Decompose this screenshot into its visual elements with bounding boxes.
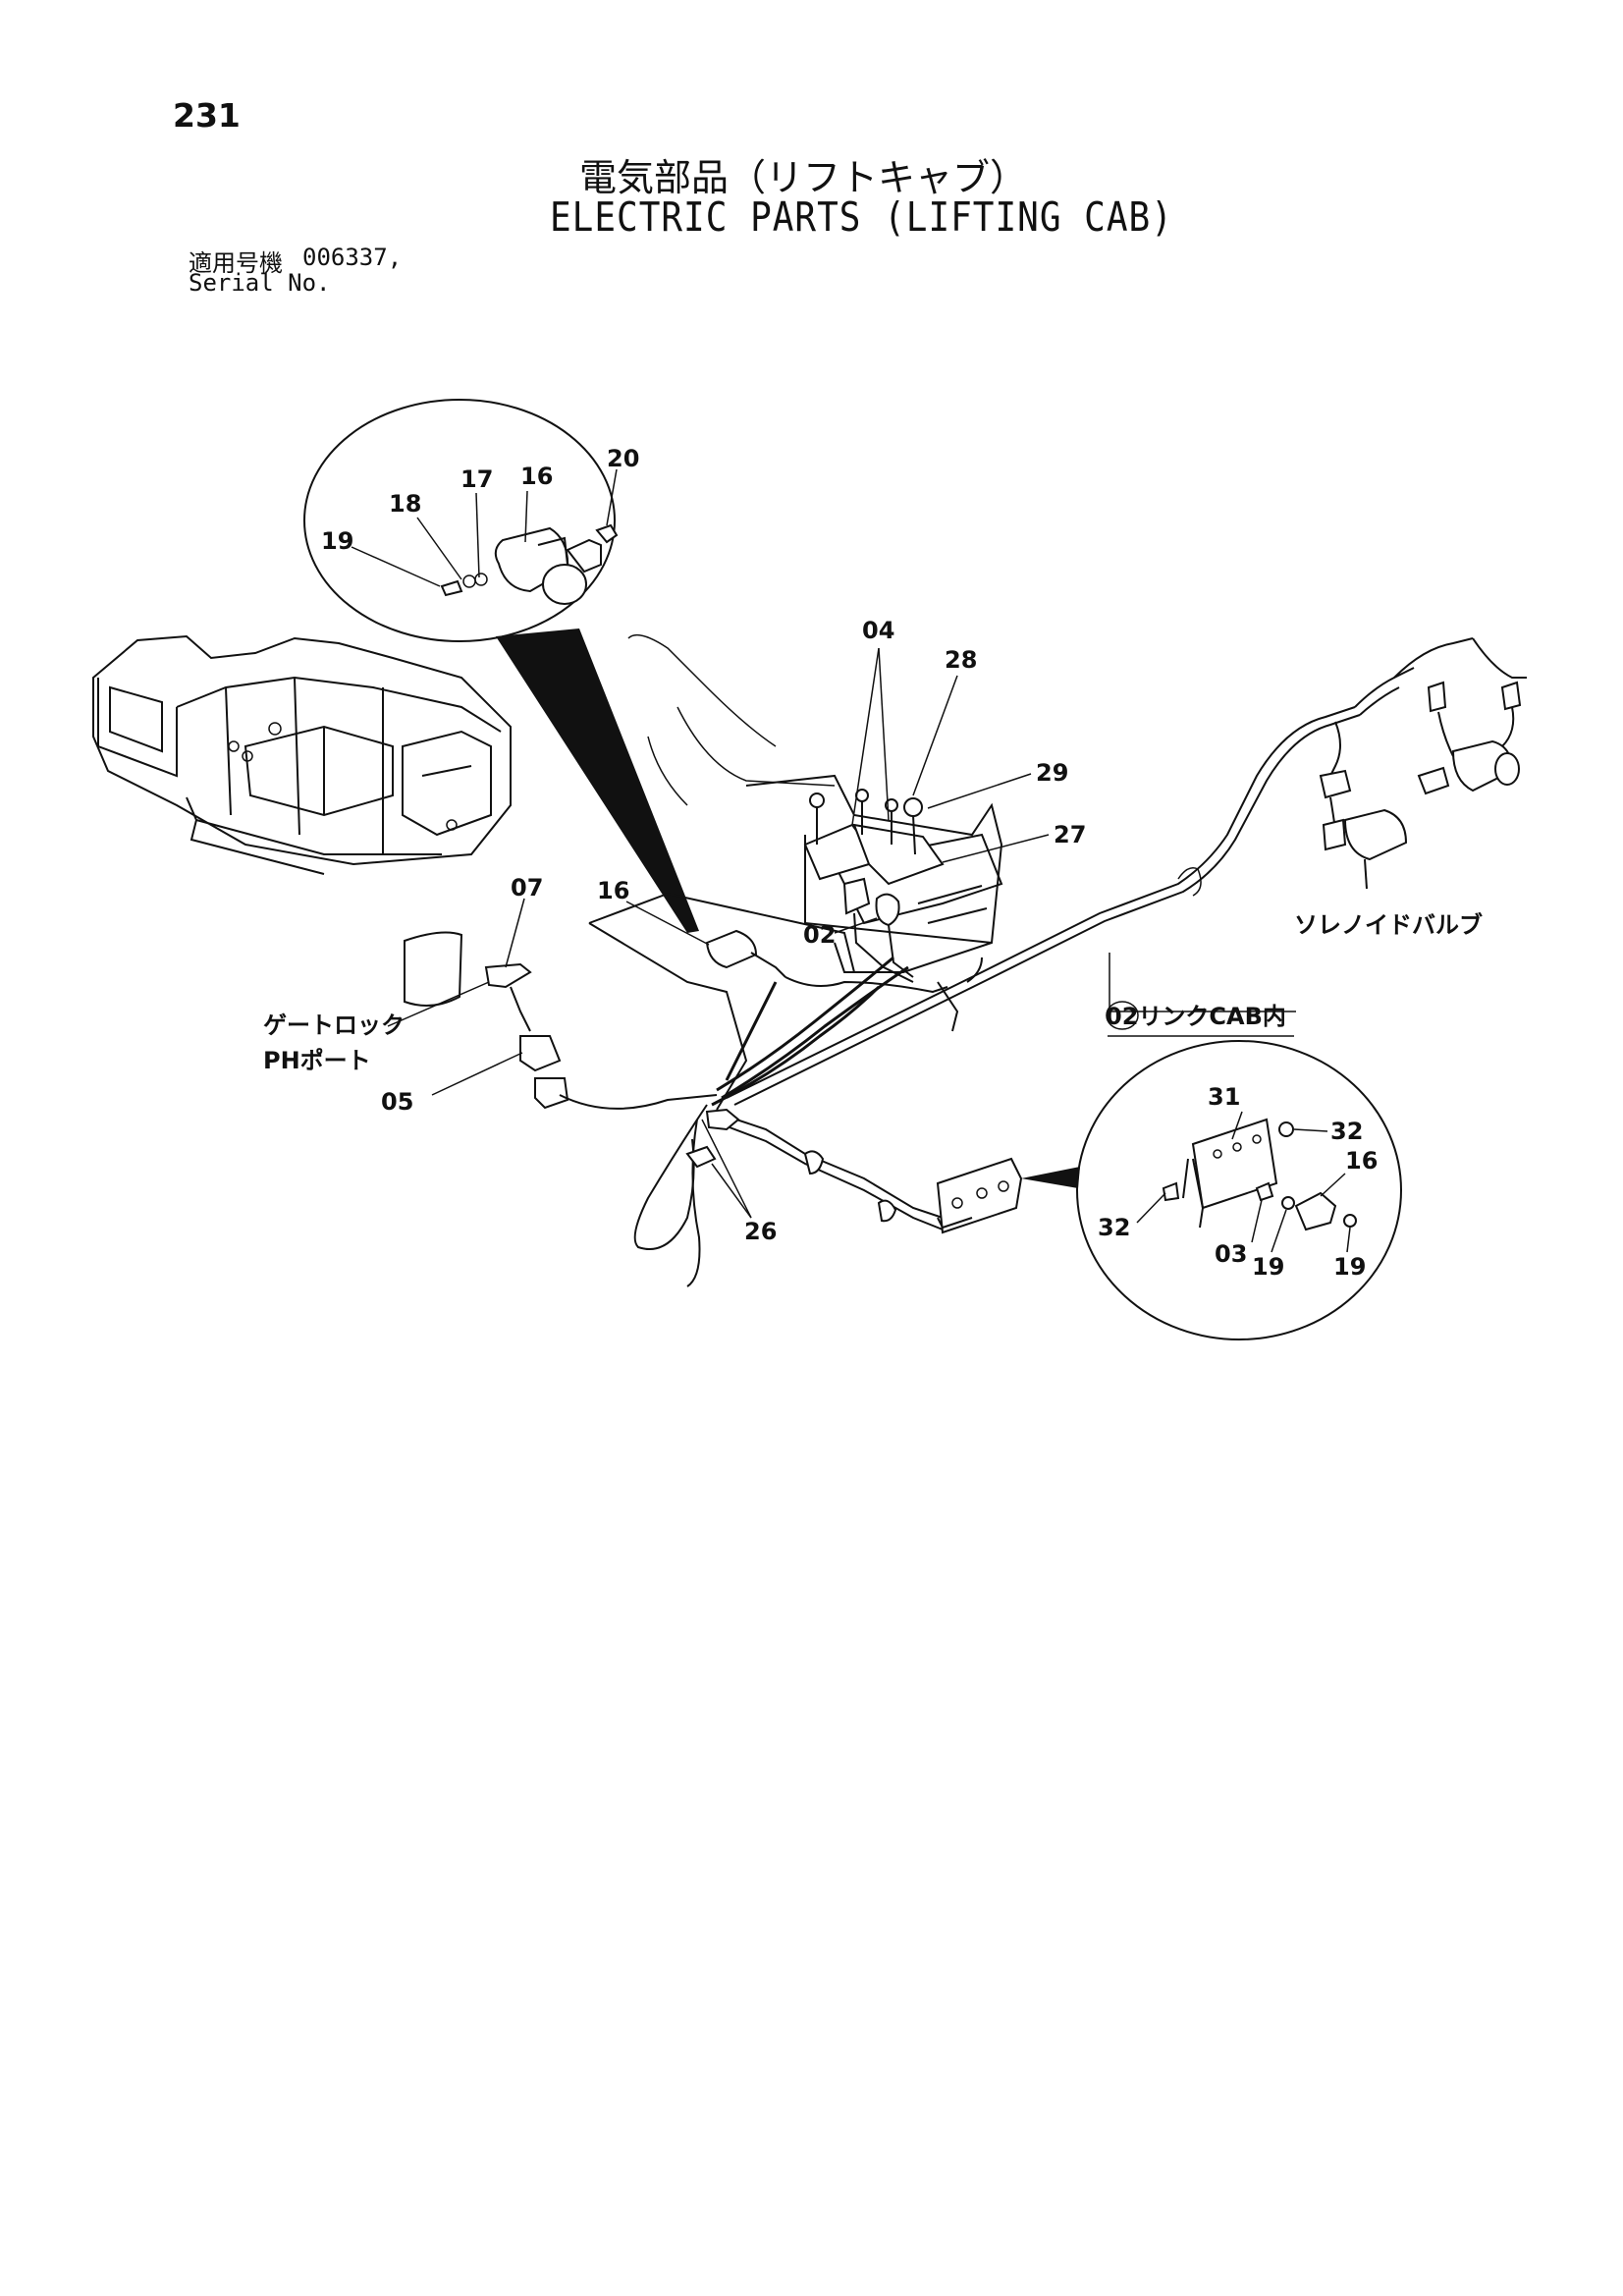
serial-value: 006337, <box>302 244 403 271</box>
callout-07: 07 <box>511 874 543 902</box>
console-callouts: 04 28 29 27 02 <box>803 617 1086 949</box>
callout-28: 28 <box>945 646 977 674</box>
page-number: 231 <box>173 96 241 135</box>
detail-circle-bottom: 31 32 16 32 03 19 19 <box>1076 1040 1402 1340</box>
solenoid-valve: ソレノイドバルブ <box>1294 637 1527 939</box>
callout-16: 16 <box>597 877 629 904</box>
excavator-illustration <box>92 634 512 875</box>
wire-harness: 26 16 <box>597 706 1361 1287</box>
serial-label-en: Serial No. <box>189 269 331 297</box>
page-title-en: ELECTRIC PARTS (LIFTING CAB) <box>550 194 1173 242</box>
gate-lock-assembly: 07 05 <box>381 874 718 1116</box>
callout-16-bottom: 16 <box>1345 1147 1378 1175</box>
link-label: 02リンクCAB内 <box>1106 953 1296 1037</box>
callout-32-bottom: 32 <box>1098 1214 1130 1241</box>
callout-05: 05 <box>381 1088 413 1116</box>
callout-19-b: 19 <box>1333 1253 1366 1281</box>
callout-19-detail: 19 <box>321 527 353 555</box>
callout-20: 20 <box>607 445 639 472</box>
callout-18: 18 <box>389 490 421 518</box>
callout-02: 02 <box>803 921 836 949</box>
callout-16-detail: 16 <box>520 463 553 490</box>
detail-pointer-bottom <box>1021 1167 1080 1188</box>
callout-19-a: 19 <box>1252 1253 1284 1281</box>
callout-32-top: 32 <box>1330 1118 1363 1145</box>
callout-17: 17 <box>460 465 493 493</box>
callout-27: 27 <box>1054 821 1086 848</box>
label-gate-lock-line2: PHポート <box>263 1047 371 1074</box>
callout-29: 29 <box>1036 759 1068 787</box>
detail-circle-top: 20 17 16 18 19 <box>303 399 699 933</box>
callout-04: 04 <box>862 617 894 644</box>
callout-26: 26 <box>744 1218 777 1245</box>
relay-bracket <box>936 1157 1080 1234</box>
detail-pointer <box>496 629 699 933</box>
label-link-cab: 02リンクCAB内 <box>1106 1003 1286 1030</box>
label-gate-lock-line1: ゲートロック <box>263 1011 405 1039</box>
callout-31: 31 <box>1208 1083 1240 1111</box>
callout-03: 03 <box>1215 1240 1247 1268</box>
label-solenoid-valve: ソレノイドバルブ <box>1294 911 1483 939</box>
page-title-jp: 電気部品（リフトキャブ） <box>579 156 1028 199</box>
serial-label-jp: 適用号機 <box>189 249 283 277</box>
